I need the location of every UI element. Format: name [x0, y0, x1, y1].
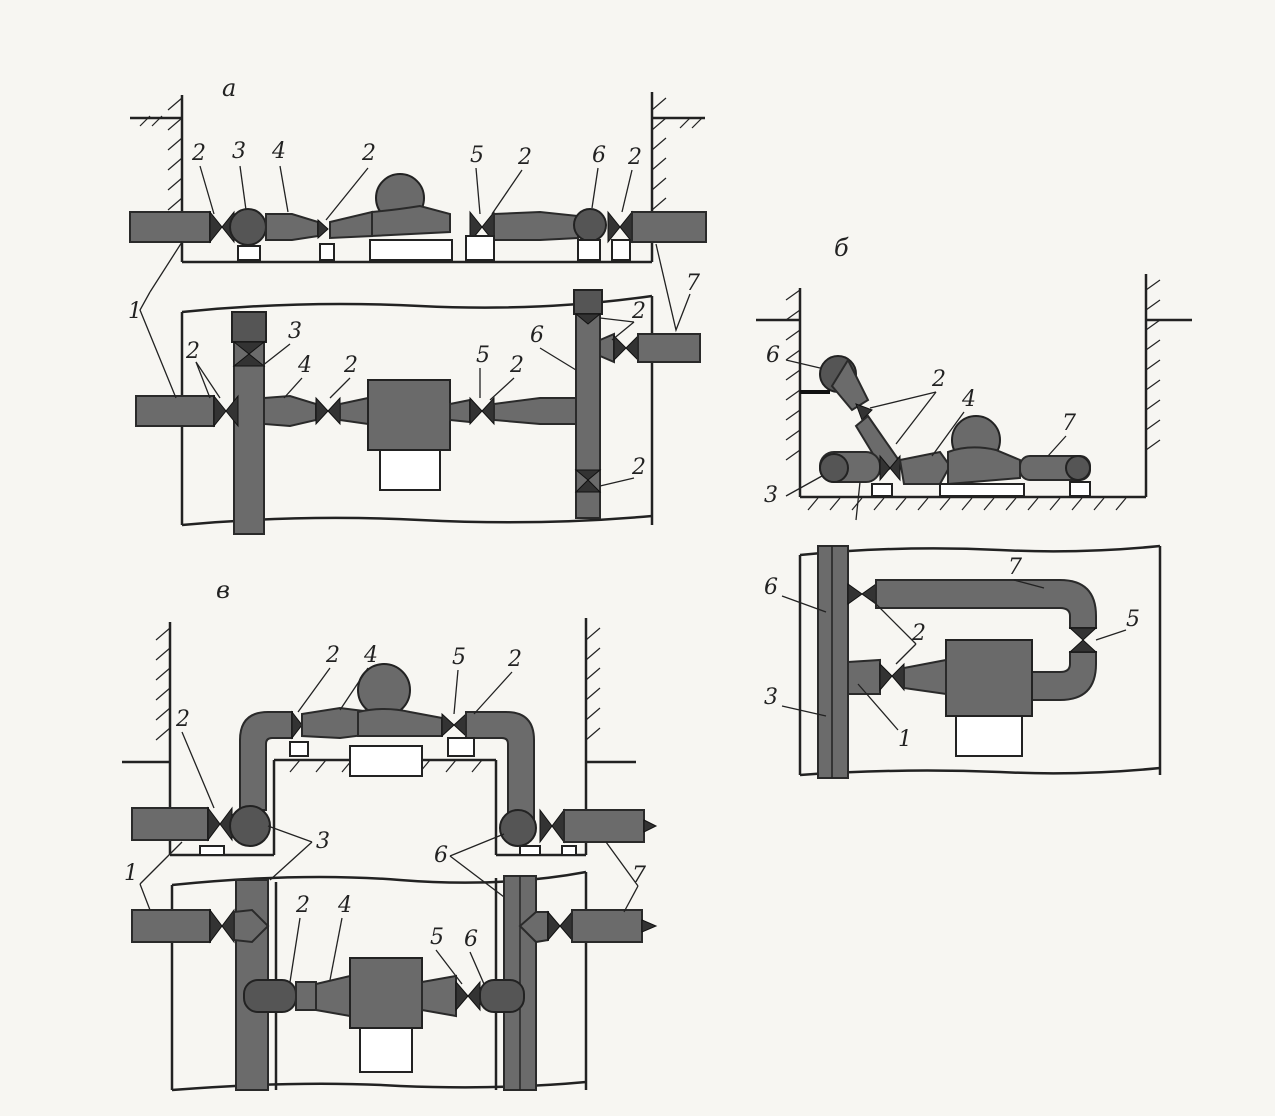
callout-3: 3: [316, 829, 330, 854]
callout-1: 1: [128, 299, 142, 324]
callout-7: 7: [686, 271, 700, 296]
callout-2: 2: [175, 707, 190, 732]
panel-b-plan: 6 7 2 5 3 1: [764, 544, 1162, 779]
callout-6: 6: [464, 927, 478, 952]
panel-a-walls: [130, 92, 705, 264]
callout-2: 2: [911, 621, 926, 646]
callout-4: 4: [271, 139, 286, 164]
panel-a-plan: 1 2 3 4 2 5 2 6 2 7 2: [128, 241, 701, 535]
callout-2: 2: [325, 643, 340, 668]
panel-a-label: а: [222, 74, 236, 102]
panel-b: б: [756, 234, 1192, 521]
callout-7: 7: [1062, 411, 1076, 436]
callout-4: 4: [337, 893, 352, 918]
callout-5: 5: [476, 343, 490, 368]
callout-2: 2: [631, 299, 646, 324]
panel-a-plan-callouts: 1 2 3 4 2 5 2 6 2 7 2: [128, 241, 700, 487]
callout-2: 2: [627, 145, 642, 170]
callout-4: 4: [297, 353, 312, 378]
panel-b-label: б: [834, 234, 849, 262]
callout-2: 2: [507, 647, 522, 672]
callout-5: 5: [1126, 607, 1140, 632]
callout-3: 3: [764, 685, 778, 710]
panel-a-top-callouts: 2 3 4 2 5 2 6 2: [191, 139, 642, 221]
callout-4: 4: [363, 643, 378, 668]
callout-6: 6: [530, 323, 544, 348]
panel-v-label: в: [216, 576, 230, 604]
callout-4: 4: [961, 387, 976, 412]
callout-2: 2: [185, 339, 200, 364]
callout-3: 3: [764, 483, 778, 508]
callout-5: 5: [430, 925, 444, 950]
callout-5: 5: [452, 645, 466, 670]
callout-2: 2: [509, 353, 524, 378]
callout-2: 2: [361, 141, 376, 166]
callout-2: 2: [191, 141, 206, 166]
panel-v: в: [122, 576, 658, 901]
callout-2: 2: [631, 455, 646, 480]
callout-1: 1: [124, 861, 138, 886]
callout-3: 3: [288, 319, 302, 344]
panel-a: а: [129, 74, 707, 264]
callout-1: 1: [898, 727, 912, 752]
callout-6: 6: [592, 143, 606, 168]
callout-5: 5: [470, 143, 484, 168]
callout-6: 6: [434, 843, 448, 868]
callout-3: 3: [232, 139, 246, 164]
callout-6: 6: [764, 575, 778, 600]
callout-7: 7: [632, 863, 646, 888]
panel-a-pipeline: [129, 173, 707, 261]
callout-6: 6: [766, 343, 780, 368]
callout-7: 7: [1008, 555, 1022, 580]
panel-v-plan: 1 2 4 5 6 7: [124, 841, 658, 1092]
callout-2: 2: [517, 145, 532, 170]
callout-2: 2: [295, 893, 310, 918]
callout-2: 2: [931, 367, 946, 392]
callout-2: 2: [343, 353, 358, 378]
